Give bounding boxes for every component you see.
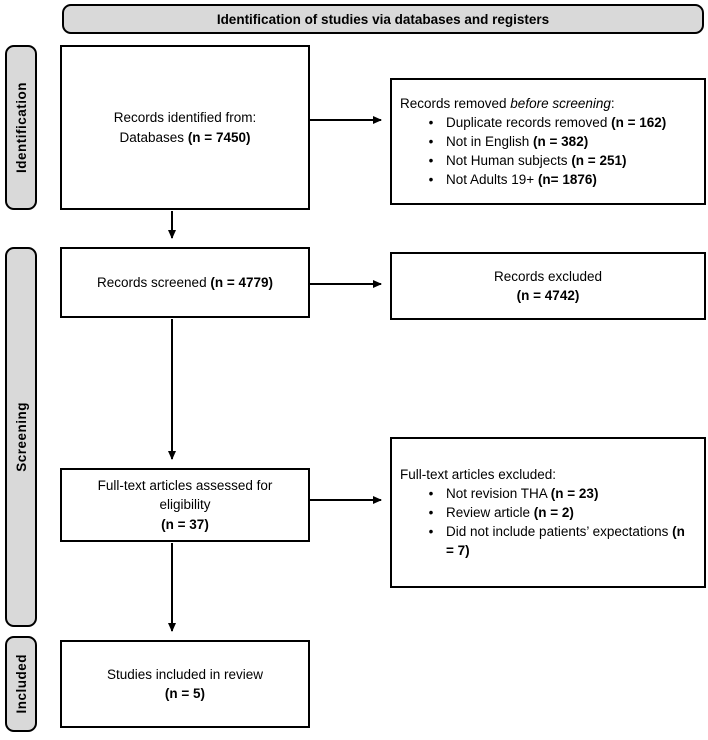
ftexcluded-item-review-article: Review article (n = 2) <box>400 503 698 522</box>
bullet-icon <box>416 484 446 503</box>
bullet-icon <box>416 522 446 541</box>
box-records-identified: Records identified from: Databases (n = … <box>60 45 310 210</box>
bullet-icon <box>416 503 446 522</box>
box-records-excluded: Records excluded (n = 4742) <box>390 252 706 320</box>
banner-title-label: Identification of studies via databases … <box>216 11 550 27</box>
banner-title: Identification of studies via databases … <box>62 4 704 34</box>
removed-item-duplicates: Duplicate records removed (n = 162) <box>400 113 698 132</box>
removed-item-not-english: Not in English (n = 382) <box>400 132 698 151</box>
box-fulltext-excluded: Full-text articles excluded: Not revisio… <box>390 437 706 588</box>
box-records-screened: Records screened (n = 4779) <box>60 247 310 318</box>
ftexcluded-item-no-expectations: Did not include patients’ expectations (… <box>400 522 698 560</box>
bullet-icon <box>416 132 446 151</box>
records-excluded-line1: Records excluded <box>493 268 603 284</box>
box-fulltext-assessed: Full-text articles assessed for eligibil… <box>60 468 310 542</box>
box-studies-included: Studies included in review (n = 5) <box>60 640 310 728</box>
stage-label-screening-text: Screening <box>13 402 29 472</box>
records-screened-text: Records screened (n = 4779) <box>97 274 273 290</box>
box-records-removed: Records removed before screening: Duplic… <box>390 78 706 205</box>
stage-label-identification-text: Identification <box>13 82 29 173</box>
records-identified-line2: Databases (n = 7450) <box>119 129 251 145</box>
records-identified-line1: Records identified from: <box>113 110 257 126</box>
stage-label-included: Included <box>5 636 37 732</box>
fulltext-assessed-line2: eligibility <box>159 497 211 513</box>
removed-item-not-adults: Not Adults 19+ (n= 1876) <box>400 170 698 189</box>
removed-item-not-human: Not Human subjects (n = 251) <box>400 151 698 170</box>
records-removed-title: Records removed before screening: <box>400 95 615 111</box>
ftexcluded-item-not-revision: Not revision THA (n = 23) <box>400 484 698 503</box>
fulltext-assessed-line3: (n = 37) <box>161 516 209 532</box>
fulltext-excluded-title: Full-text articles excluded: <box>400 466 557 482</box>
bullet-icon <box>416 170 446 189</box>
bullet-icon <box>416 113 446 132</box>
studies-included-line1: Studies included in review <box>106 666 264 682</box>
stage-label-identification: Identification <box>5 45 37 210</box>
stage-label-included-text: Included <box>13 654 29 714</box>
stage-label-screening: Screening <box>5 247 37 627</box>
bullet-icon <box>416 151 446 170</box>
studies-included-line2: (n = 5) <box>164 686 206 701</box>
fulltext-assessed-line1: Full-text articles assessed for <box>97 478 273 494</box>
records-excluded-line2: (n = 4742) <box>516 288 580 303</box>
